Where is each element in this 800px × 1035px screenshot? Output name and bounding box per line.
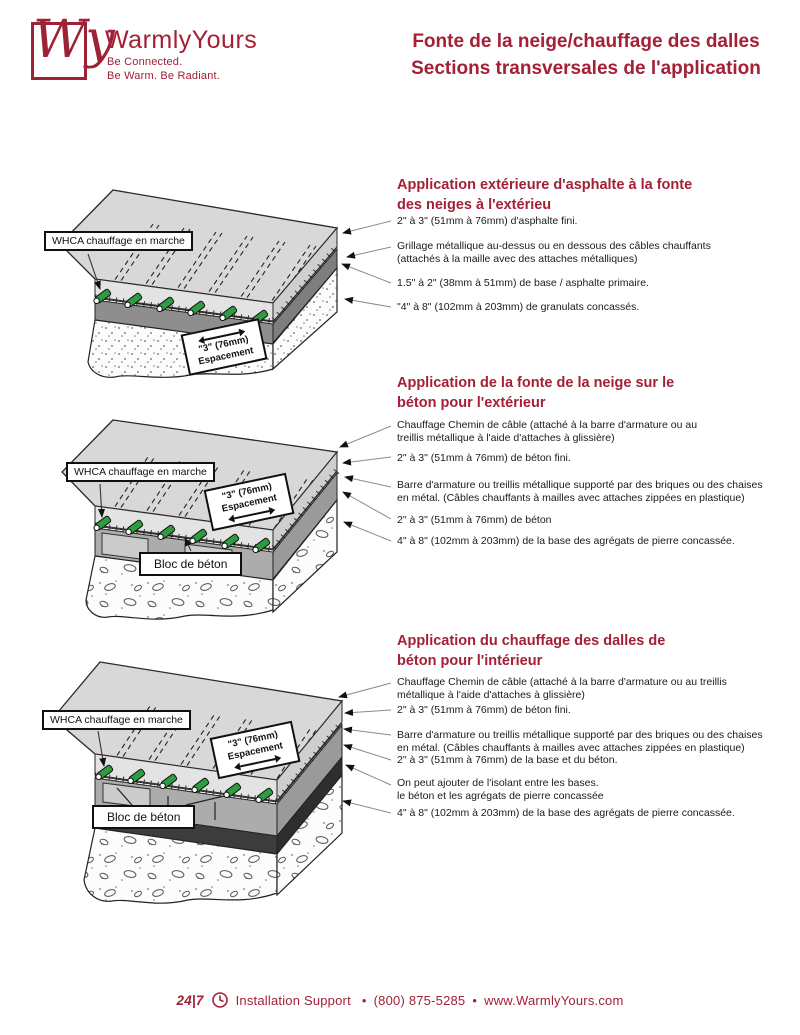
s1-annotation-1: 2" à 3" (51mm à 76mm) d'asphalte fini. [397, 215, 578, 227]
page-title: Fonte de la neige/chauffage des dalles S… [385, 28, 787, 82]
s3-annotation-3: Barre d'armature ou treillis métallique … [397, 729, 763, 754]
footer-website: www.WarmlyYours.com [484, 992, 624, 1008]
section3-heading: Application du chauffage des dalles de b… [397, 633, 666, 669]
section2-heading: Application de la fonte de la neige sur … [397, 375, 675, 411]
logo-frame [31, 22, 87, 80]
whca-label: WHCA chauffage en marche [66, 462, 215, 482]
whca-label: WHCA chauffage en marche [44, 231, 193, 251]
s2-annotation-3: Barre d'armature ou treillis métallique … [397, 479, 763, 504]
crushed-stone-layer [83, 827, 278, 904]
whca-leader-arrow [98, 483, 106, 518]
footer-separator: • [361, 992, 367, 1008]
annotation-arrows-2 [339, 425, 392, 542]
s2-annotation-4: 2" à 3" (51mm à 76mm) de béton [397, 514, 552, 526]
brand-name: WarmlyYours [105, 26, 258, 54]
diagram-asphalt [59, 189, 392, 378]
s1-annotation-2: Grillage métallique au-dessus ou en dess… [397, 240, 711, 265]
whca-label: WHCA chauffage en marche [42, 710, 191, 730]
footer-support-text: Installation Support [235, 992, 351, 1008]
footer-separator: • [472, 992, 478, 1008]
s3-annotation-1: Chauffage Chemin de câble (attaché à la … [397, 676, 727, 701]
page-title-line1: Fonte de la neige/chauffage des dalles [412, 31, 760, 52]
bloc-label: Bloc de béton [139, 552, 243, 576]
section1-heading: Application extérieure d'asphalte à la f… [397, 177, 693, 213]
logo-monogram: Wy [33, 10, 115, 70]
annotation-arrows-1 [341, 220, 392, 308]
clock-icon [211, 992, 228, 1008]
s1-annotation-3: 1.5" à 2" (38mm à 51mm) de base / asphal… [397, 277, 649, 289]
whca-leader-arrow [97, 730, 107, 767]
s2-annotation-5: 4" à 8" (102mm à 203mm) de la base des a… [397, 535, 735, 547]
s2-annotation-2: 2" à 3" (51mm à 76mm) de béton fini. [397, 452, 571, 464]
annotation-arrows-3 [338, 682, 392, 814]
whca-leader-arrow [87, 253, 101, 290]
page-title-line2: Sections transversales de l'application [411, 58, 761, 79]
tagline-connected: Be Connected. [107, 56, 183, 68]
s2-annotation-1: Chauffage Chemin de câble (attaché à la … [397, 419, 698, 444]
s3-annotation-4: 2" à 3" (51mm à 76mm) de la base et du b… [397, 754, 618, 766]
bloc-leader-lines [116, 787, 225, 806]
tagline-warm: Be Warm. Be Radiant. [107, 70, 221, 82]
s1-annotation-4: "4" à 8" (102mm à 203mm) de granulats co… [397, 301, 640, 313]
bloc-leader-arrow [184, 537, 192, 552]
crushed-stone-layer [85, 555, 274, 620]
s3-annotation-5: On peut ajouter de l'isolant entre les b… [397, 777, 604, 802]
s3-annotation-6: 4" à 8" (102mm à 203mm) de la base des a… [397, 807, 735, 819]
footer-phone: (800) 875-5285 [373, 992, 466, 1008]
bloc-label: Bloc de béton [92, 805, 196, 829]
support-badge: 24|7 [176, 992, 204, 1008]
diagram-concrete-interior [52, 661, 392, 904]
s3-annotation-2: 2" à 3" (51mm à 76mm) de béton fini. [397, 704, 571, 716]
footer: 24|7 Installation Support • (800) 875-52… [0, 991, 800, 1009]
